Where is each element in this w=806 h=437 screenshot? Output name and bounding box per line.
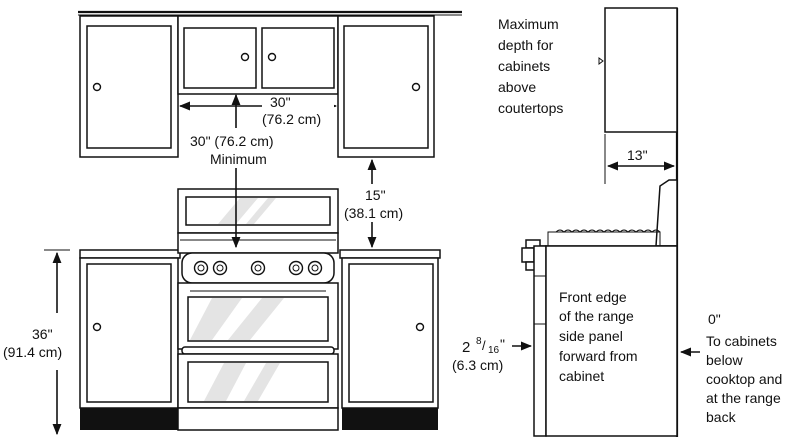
clearance-above-countertop-label: 15" — [365, 187, 386, 203]
front-edge-note-line: cabinet — [559, 368, 604, 384]
upper-cabinet-note-line: cabinets — [498, 58, 550, 74]
front-overhang-metric: (6.3 cm) — [452, 357, 503, 373]
upper-cabinet-note-line: Maximum — [498, 16, 559, 32]
left-upper-cabinet — [79, 15, 179, 158]
clearance-above-countertop-metric: (38.1 cm) — [344, 205, 403, 221]
right-upper-cabinet — [337, 15, 435, 158]
side-view: 13" Maximum depth for cabinets above cou… — [452, 7, 782, 437]
front-edge-note-line: Front edge — [559, 289, 627, 305]
dimension-15in: 15" (38.1 cm) — [344, 158, 403, 249]
front-overhang-fraction-slash: / — [482, 338, 486, 353]
clearance-above-range-label: 30" — [270, 94, 291, 110]
front-edge-note-line: forward from — [559, 348, 638, 364]
dimension-30in-width: 30" (76.2 cm) — [177, 94, 339, 130]
left-base-cabinet — [79, 249, 181, 430]
upper-cabinet-note-line: coutertops — [498, 100, 563, 116]
front-overhang-inch: " — [500, 336, 505, 352]
front-edge-note-line: of the range — [559, 308, 634, 324]
front-view: 30" (76.2 cm) 30" (76.2 cm) Minimum 15" … — [3, 10, 462, 436]
rear-clearance-label: 0" — [708, 311, 721, 327]
upper-cabinet-note: Maximum depth for cabinets above coutert… — [498, 16, 563, 116]
rear-clearance-note-line: cooktop and — [706, 371, 782, 387]
upper-cabinet-note-line: above — [498, 79, 536, 95]
front-edge-note: Front edge of the range side panel forwa… — [559, 289, 638, 384]
rear-clearance-note-line: below — [706, 352, 743, 368]
upper-cabinet-note-line: depth for — [498, 37, 554, 53]
clearance-above-range-metric: (76.2 cm) — [262, 111, 321, 127]
countertop-height-metric: (91.4 cm) — [3, 344, 62, 360]
center-upper-cabinet — [177, 15, 339, 95]
upper-cabinet-gap-label: 30" (76.2 cm) — [190, 133, 274, 149]
range-side — [521, 179, 678, 437]
front-edge-note-line: side panel — [559, 328, 623, 344]
rear-clearance-note-line: back — [706, 409, 737, 425]
dimension-36in: 36" (91.4 cm) — [3, 249, 70, 436]
dimension-rear-clearance: 0" To cabinets below cooktop and at the … — [679, 311, 782, 425]
rear-clearance-note-line: To cabinets — [706, 333, 777, 349]
right-base-cabinet — [339, 249, 441, 430]
range-front — [177, 188, 339, 431]
upper-cabinet-gap-note: Minimum — [210, 151, 267, 167]
side-upper-cabinet: 13" — [598, 7, 678, 184]
dimension-front-overhang: 2 8 / 16 " (6.3 cm) — [452, 336, 533, 373]
front-overhang-whole: 2 — [462, 339, 470, 356]
rear-clearance-note-line: at the range — [706, 390, 781, 406]
countertop-height-label: 36" — [32, 326, 53, 342]
front-overhang-fraction-num: 8 — [476, 336, 482, 347]
upper-cabinet-depth-label: 13" — [627, 147, 648, 163]
front-overhang-fraction-den: 16 — [488, 345, 500, 356]
